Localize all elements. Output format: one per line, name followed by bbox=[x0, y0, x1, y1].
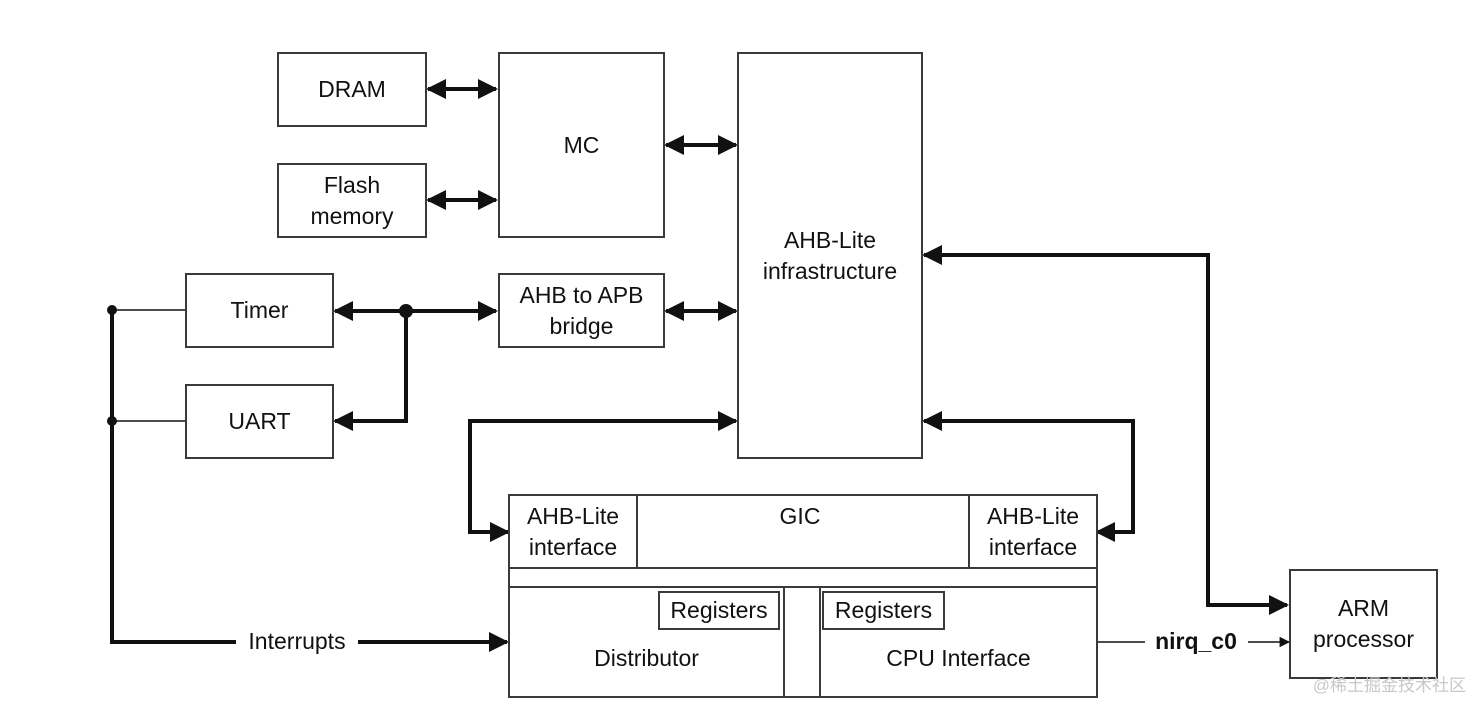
arm-label-line2: processor bbox=[1313, 626, 1414, 652]
cpu-interface-registers: Registers bbox=[822, 591, 945, 630]
bridge-label-line1: AHB to APB bbox=[519, 281, 644, 308]
registers-label: Registers bbox=[670, 597, 768, 623]
arm-processor-block: ARM processor bbox=[1289, 569, 1438, 679]
distributor-label: Distributor bbox=[594, 645, 699, 671]
bus-uart-link bbox=[333, 311, 408, 431]
arm-label-line1: ARM bbox=[1337, 595, 1390, 621]
ahb-lite-label-line1: AHB-Lite bbox=[783, 226, 877, 253]
dram-block: DRAM bbox=[277, 52, 427, 127]
ahb-to-apb-bridge-block: AHB to APB bridge bbox=[498, 273, 665, 348]
flash-label-line1: Flash bbox=[323, 171, 381, 198]
ahb-lite-label-line2: infrastructure bbox=[762, 257, 898, 284]
registers-label: Registers bbox=[834, 597, 933, 623]
junction-dot bbox=[399, 304, 413, 318]
interrupts-bus-line bbox=[110, 310, 236, 644]
dram-label: DRAM bbox=[318, 76, 386, 102]
flash-memory-block: Flash memory bbox=[277, 163, 427, 238]
junction-dot bbox=[107, 416, 117, 426]
uart-label: UART bbox=[228, 408, 291, 434]
ahb-arm-link bbox=[922, 245, 1289, 615]
cpu-interface-label: CPU Interface bbox=[886, 645, 1031, 671]
timer-block: Timer bbox=[185, 273, 334, 348]
uart-block: UART bbox=[185, 384, 334, 459]
gic-divider bbox=[508, 586, 1098, 588]
gic-title: GIC bbox=[779, 503, 821, 529]
left-if-label-line1: AHB-Lite bbox=[526, 502, 620, 529]
timer-label: Timer bbox=[230, 297, 289, 323]
mc-label: MC bbox=[563, 131, 600, 158]
left-if-label-line2: interface bbox=[528, 533, 618, 560]
junction-dot bbox=[107, 305, 117, 315]
ahb-gic-left-link bbox=[468, 411, 738, 542]
right-if-label-line2: interface bbox=[988, 533, 1078, 560]
gic-divider bbox=[508, 567, 1098, 569]
flash-label-line2: memory bbox=[310, 202, 394, 229]
watermark-text: @稀土掘金技术社区 bbox=[1312, 676, 1466, 695]
bridge-label-line2: bridge bbox=[549, 312, 614, 339]
gic-left-ahb-lite-interface: AHB-Lite interface bbox=[508, 494, 638, 569]
distributor-registers: Registers bbox=[658, 591, 780, 630]
gic-right-ahb-lite-interface: AHB-Lite interface bbox=[968, 494, 1098, 569]
mc-block: MC bbox=[498, 52, 665, 238]
ahb-lite-infrastructure-block: AHB-Lite infrastructure bbox=[737, 52, 923, 459]
interrupts-label: Interrupts bbox=[248, 628, 346, 654]
nirq-label: nirq_c0 bbox=[1155, 628, 1237, 654]
right-if-label-line1: AHB-Lite bbox=[986, 502, 1080, 529]
